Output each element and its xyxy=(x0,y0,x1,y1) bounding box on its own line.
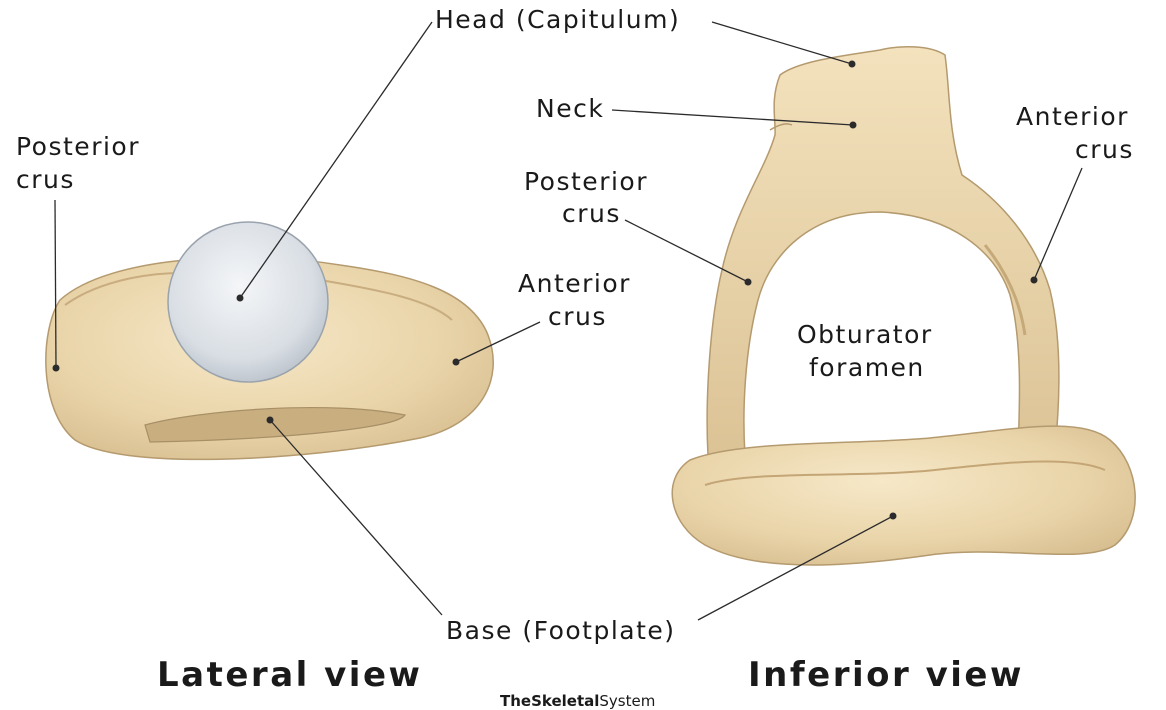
leader-anterior-crus-right xyxy=(1033,167,1083,281)
dot-anterior-crus-left xyxy=(452,358,460,366)
label-anterior-crus-right-line1: Anterior xyxy=(1016,102,1129,131)
label-lateral-view: Lateral view xyxy=(157,655,422,695)
inferior-footplate xyxy=(671,425,1136,566)
label-base-footplate: Base (Footplate) xyxy=(446,616,676,645)
dot-head-inferior xyxy=(848,60,856,68)
label-posterior-crus-right-line2: crus xyxy=(562,199,621,228)
inferior-anterior-crus-shadow xyxy=(983,244,1027,336)
inferior-view-illustration xyxy=(671,45,1136,566)
leader-lines xyxy=(52,21,1083,621)
leader-posterior-crus-right xyxy=(624,219,749,283)
inferior-neck-notch xyxy=(769,123,793,131)
leader-posterior-crus-left xyxy=(54,199,57,369)
label-head-capitulum: Head (Capitulum) xyxy=(435,5,680,34)
watermark: TheSkeletalSystem xyxy=(500,692,655,710)
label-anterior-crus-left-line1: Anterior xyxy=(518,269,631,298)
dot-head-lateral xyxy=(236,294,244,302)
lateral-anterior-ridge xyxy=(319,279,453,321)
leader-base-inferior xyxy=(697,515,894,621)
dot-posterior-crus-right xyxy=(744,278,752,286)
label-posterior-crus-left-line2: crus xyxy=(16,165,75,194)
dot-base-inferior xyxy=(889,512,897,520)
label-inferior-view: Inferior view xyxy=(748,655,1024,695)
label-posterior-crus-left-line1: Posterior xyxy=(16,132,140,161)
inferior-footplate-rim xyxy=(704,460,1106,486)
leader-neck xyxy=(611,109,854,126)
dot-posterior-crus-left xyxy=(52,364,60,372)
label-anterior-crus-left-line2: crus xyxy=(548,302,607,331)
lateral-head-capitulum xyxy=(167,221,329,383)
label-anterior-crus-right-line2: crus xyxy=(1075,135,1134,164)
dot-neck xyxy=(849,121,857,129)
text-labels: Head (Capitulum) Neck Posterior crus Ant… xyxy=(16,5,1134,710)
leader-anterior-crus-left xyxy=(455,321,541,363)
label-obturator-foramen-line1: Obturator xyxy=(797,320,933,349)
inferior-stapes-arch xyxy=(706,45,1060,456)
label-neck: Neck xyxy=(536,94,604,123)
watermark-normal: System xyxy=(599,692,655,710)
watermark-bold: TheSkeletal xyxy=(500,692,599,710)
leader-head-lateral xyxy=(239,21,433,299)
lateral-view-illustration xyxy=(45,221,494,461)
dot-base-lateral xyxy=(266,416,274,424)
leader-head-inferior xyxy=(711,21,853,65)
label-posterior-crus-right-line1: Posterior xyxy=(524,167,648,196)
leader-base-lateral xyxy=(269,419,443,616)
label-obturator-foramen-line2: foramen xyxy=(809,353,925,382)
dot-anterior-crus-right xyxy=(1030,276,1038,284)
